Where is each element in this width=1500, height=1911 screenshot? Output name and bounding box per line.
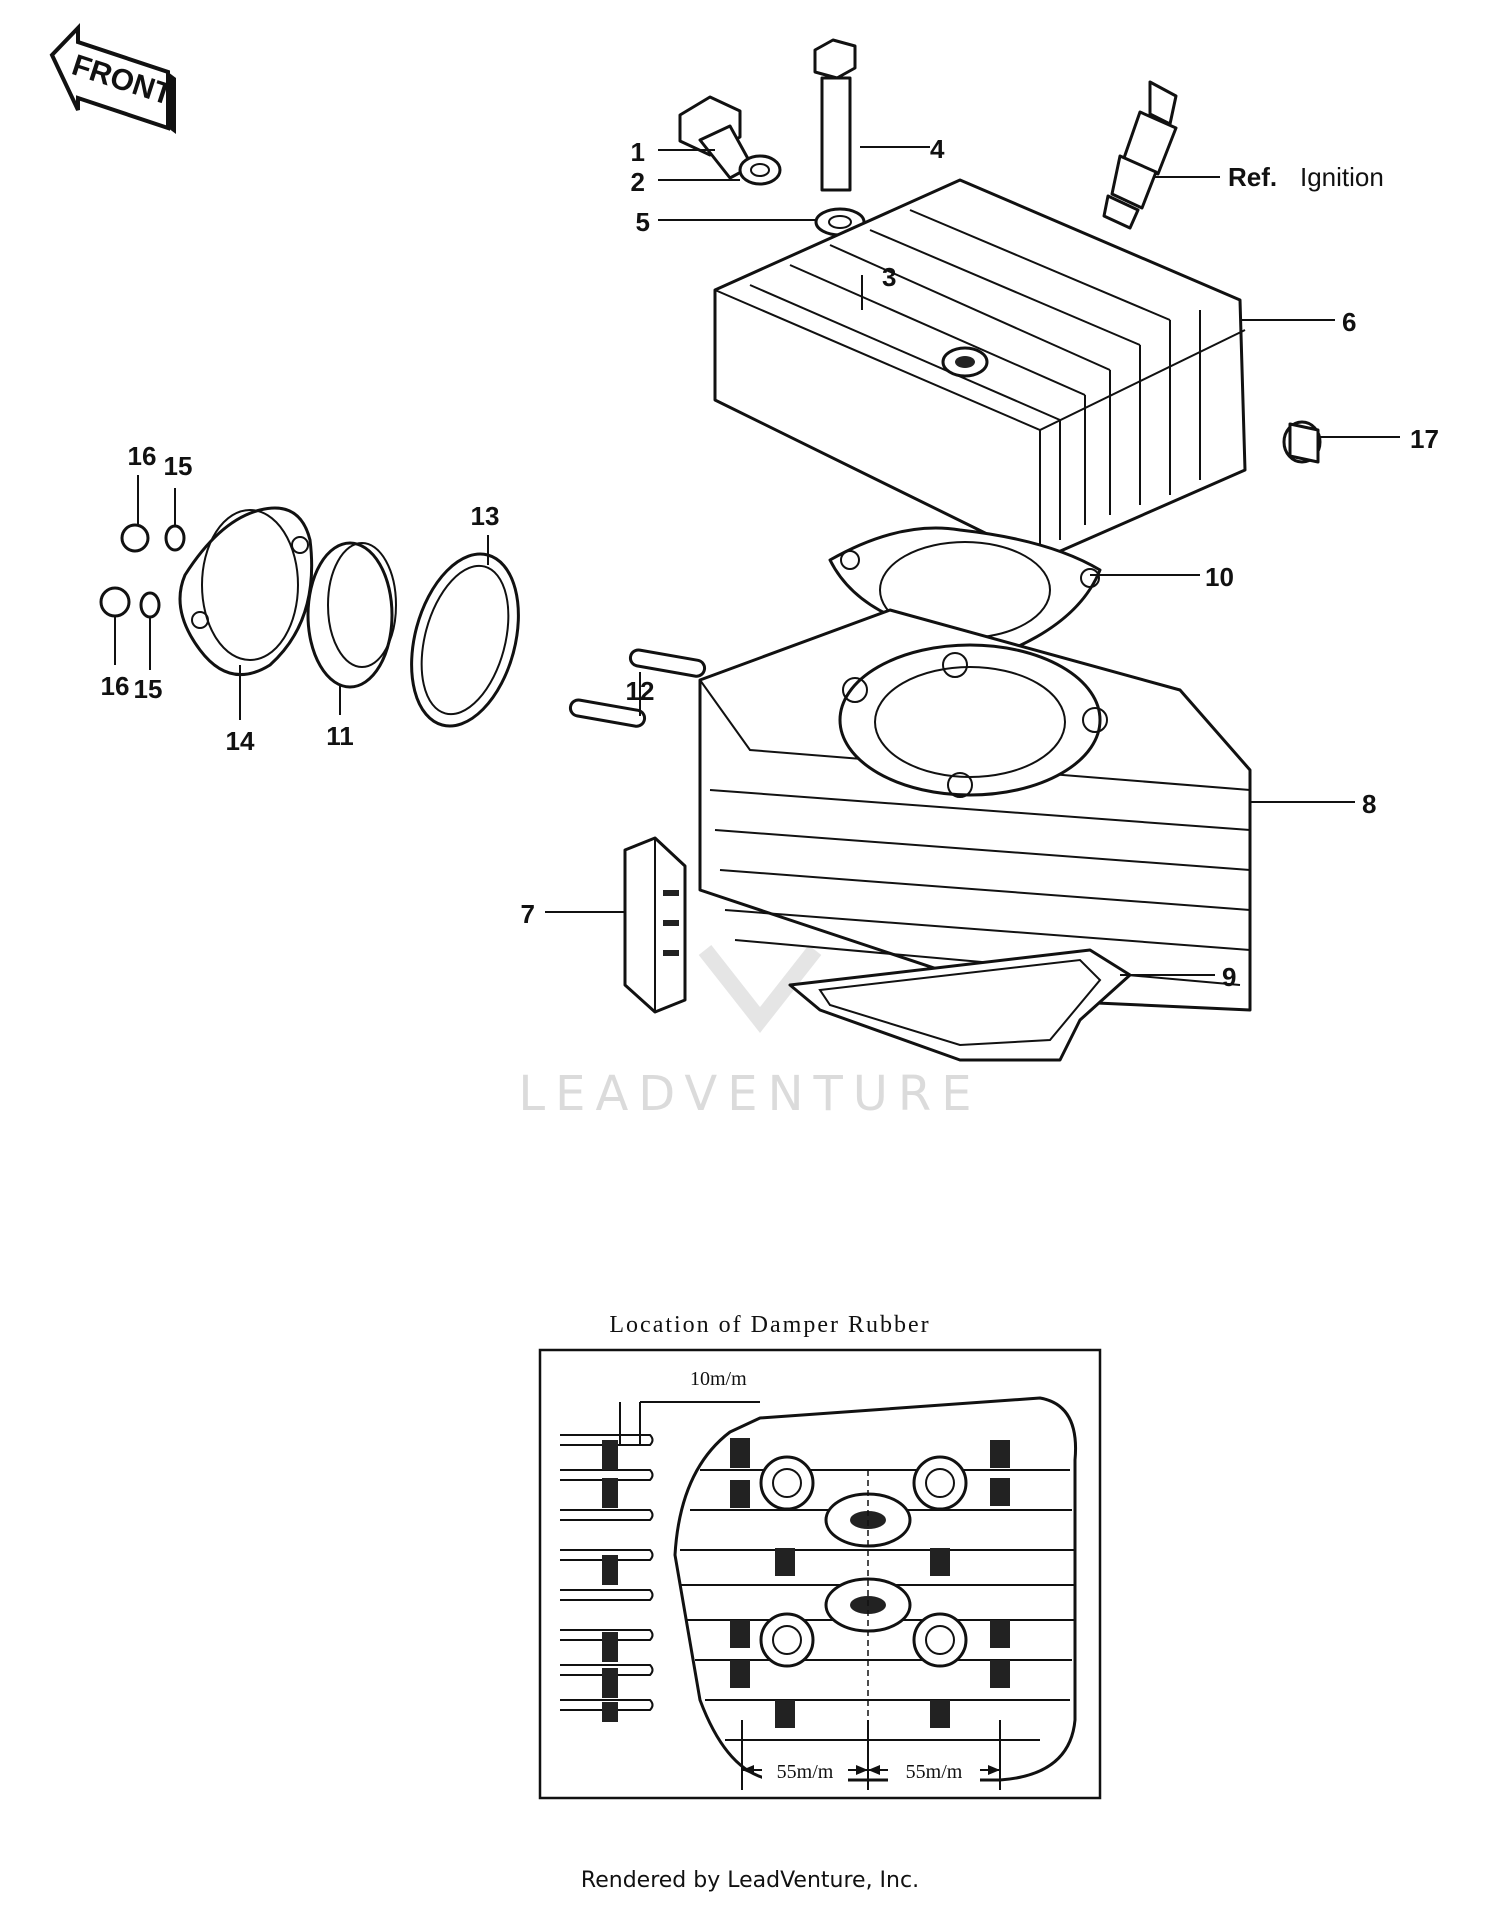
part-cylinder-8 (698, 608, 1252, 1012)
reference-label: Ref. Ignition (1228, 162, 1384, 192)
callout-17: 17 (1410, 424, 1439, 454)
front-arrow: FRONT (49, 23, 176, 134)
callout-labels: 1 2 3 4 5 6 7 8 9 10 11 12 13 14 15 15 1… (101, 134, 1439, 992)
inset-title: Location of Damper Rubber (609, 1312, 930, 1338)
part-base-gasket-9 (788, 948, 1132, 1062)
spark-plug (1102, 80, 1178, 230)
callout-15-top: 15 (164, 451, 193, 481)
ref-name: Ignition (1300, 162, 1384, 192)
callout-16-top: 16 (128, 441, 157, 471)
callout-7: 7 (521, 899, 535, 929)
part-damper-17 (1282, 420, 1322, 464)
callout-10: 10 (1205, 562, 1234, 592)
callout-5: 5 (636, 207, 650, 237)
callout-9: 9 (1222, 962, 1236, 992)
part-bolt-4 (813, 38, 857, 192)
callout-14: 14 (226, 726, 255, 756)
part-washer-2 (738, 154, 782, 186)
part-exhaust-ring-11 (306, 541, 397, 689)
part-dowel-pins-12 (568, 648, 707, 728)
callout-6: 6 (1342, 307, 1356, 337)
part-bolt-1 (678, 95, 754, 180)
callout-3: 3 (882, 262, 896, 292)
dim-right-label: 55m/m (906, 1761, 963, 1783)
part-nuts-16 (99, 523, 150, 618)
ref-prefix: Ref. (1228, 162, 1277, 192)
callout-15-bottom: 15 (134, 674, 163, 704)
dim-top-label: 10m/m (690, 1368, 747, 1390)
damper-location-inset: Location of Damper Rubber 10m/m (538, 1312, 1102, 1800)
watermark-text: LEADVENTURE (518, 1066, 981, 1122)
callout-4: 4 (930, 134, 945, 164)
part-damper-rubber-7 (623, 836, 687, 1014)
watermark: LEADVENTURE (518, 810, 981, 1122)
callout-13: 13 (471, 501, 500, 531)
callout-11: 11 (326, 721, 354, 751)
callout-12: 12 (626, 676, 655, 706)
callout-2: 2 (631, 167, 645, 197)
leader-lines (114, 146, 1400, 976)
callout-8: 8 (1362, 789, 1376, 819)
footer-credit: Rendered by LeadVenture, Inc. (580, 1868, 920, 1893)
dim-left-label: 55m/m (777, 1761, 834, 1783)
part-exhaust-flange-14 (178, 506, 314, 677)
part-exhaust-gasket-13 (410, 552, 520, 728)
callout-1: 1 (631, 137, 645, 167)
part-washers-15 (139, 524, 186, 619)
part-cylinder-head-6 (713, 178, 1247, 562)
callout-16-bottom: 16 (101, 671, 130, 701)
